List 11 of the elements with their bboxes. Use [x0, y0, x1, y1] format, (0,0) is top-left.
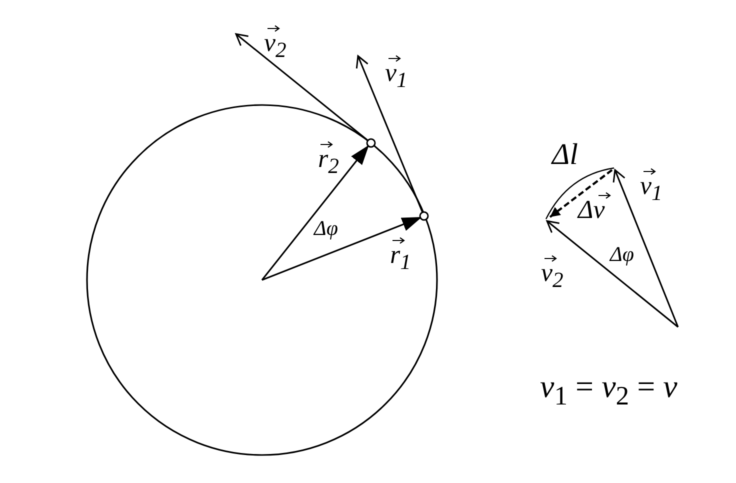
angle-label: Δφ — [610, 244, 634, 265]
vector-label: r$_{2}$ — [318, 146, 339, 178]
vector-label: v$_{1}$ — [640, 173, 662, 205]
vector-label: r$_{1}$ — [390, 242, 411, 274]
vector-label: Δv — [578, 197, 605, 223]
equation: v$_{1}$ = v$_{2}$ = v — [540, 370, 678, 410]
vector-label: v$_{1}$ — [385, 60, 408, 92]
vector-label: v$_{2}$ — [541, 260, 564, 292]
arc-length-label: Δl — [552, 140, 578, 170]
vector-label: v$_{2}$ — [264, 30, 286, 62]
angle-label: Δφ — [314, 218, 338, 239]
